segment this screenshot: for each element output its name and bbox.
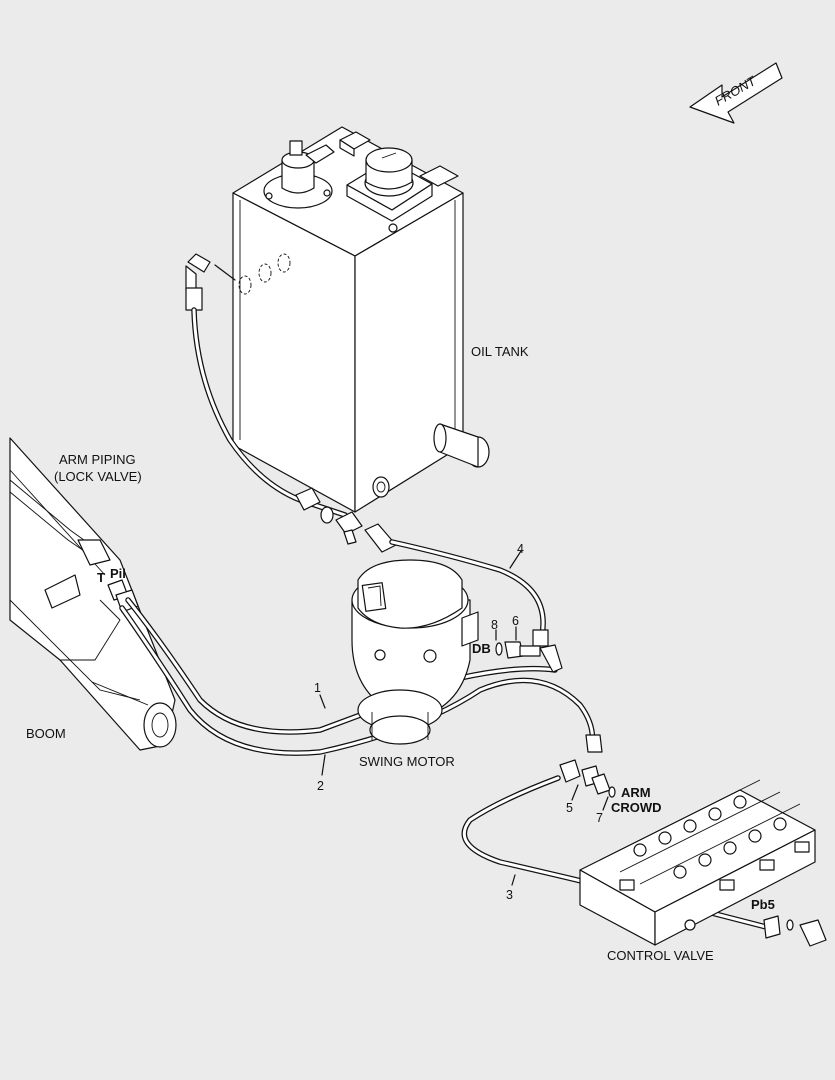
- port-pb5-label: Pb5: [751, 897, 775, 912]
- oil-tank: OIL TANK: [232, 126, 529, 513]
- front-arrow-icon: FRONT: [689, 62, 783, 124]
- port-arm-label: ARM: [621, 785, 651, 800]
- boom-label: BOOM: [26, 726, 66, 741]
- swing-motor-label: SWING MOTOR: [359, 754, 455, 769]
- arm-piping-label-2: (LOCK VALVE): [54, 469, 142, 484]
- swing-motor: SWING MOTOR: [351, 559, 479, 769]
- tank-elbow-fitting: [185, 253, 291, 311]
- callout-1: 1: [314, 681, 321, 695]
- hose-1: 1: [125, 597, 558, 735]
- db-port-fittings: DB 8 6 5 7 ARM CROWD: [472, 614, 662, 825]
- oil-tank-label: OIL TANK: [471, 344, 529, 359]
- tank-drain-hose: [191, 307, 348, 518]
- control-valve: Pb5 CONTROL VALVE: [579, 779, 827, 963]
- hose-4: 4: [389, 539, 549, 647]
- control-valve-label: CONTROL VALVE: [607, 948, 714, 963]
- callout-3: 3: [506, 888, 513, 902]
- port-pil-label: Pil: [110, 566, 126, 581]
- boom: BOOM: [9, 437, 177, 751]
- port-crowd-label: CROWD: [611, 800, 662, 815]
- tank-tee-fitting: [295, 487, 397, 553]
- callout-8: 8: [491, 618, 498, 632]
- port-t-label: T: [97, 570, 105, 585]
- port-db-label: DB: [472, 641, 491, 656]
- arm-piping-label-1: ARM PIPING: [59, 452, 136, 467]
- hose-2: 2: [119, 605, 596, 793]
- callout-2: 2: [317, 779, 324, 793]
- callout-6: 6: [512, 614, 519, 628]
- callout-5: 5: [566, 801, 573, 815]
- callout-7: 7: [596, 811, 603, 825]
- callout-4: 4: [517, 542, 524, 556]
